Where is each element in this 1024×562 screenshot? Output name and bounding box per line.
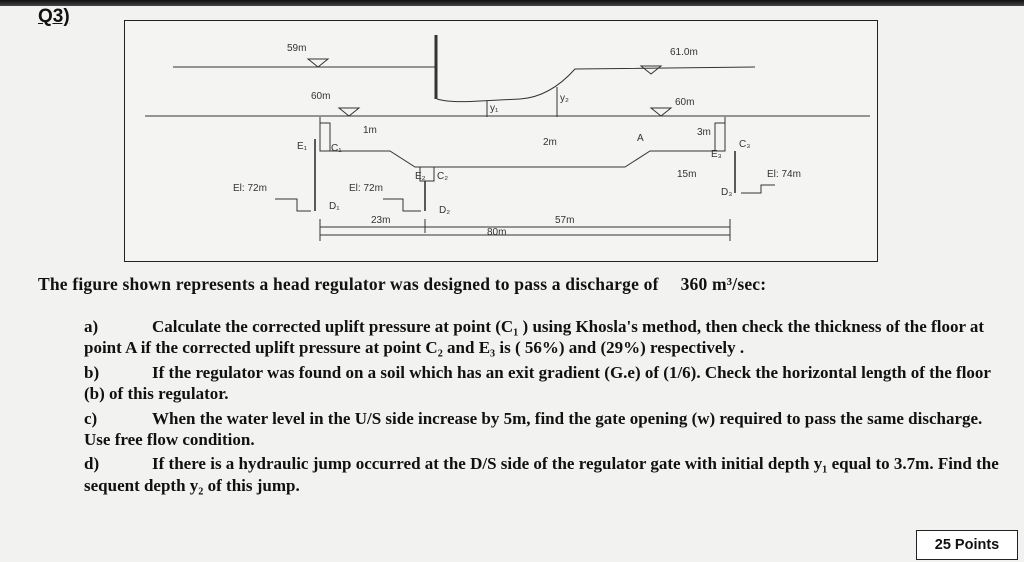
label-ds-level-mid: 60m <box>675 97 694 108</box>
mid-block <box>419 166 435 182</box>
label-len-57: 57m <box>555 215 574 226</box>
ds-level-triangle-top <box>639 65 663 75</box>
label-floor-1m: 1m <box>363 125 377 136</box>
part-c-label: c) <box>84 408 98 428</box>
label-floor-2m: 2m <box>543 137 557 148</box>
label-d1: D₁ <box>329 201 340 212</box>
mid-ground <box>383 198 421 212</box>
part-d: d)If there is a hydraulic jump occurred … <box>84 453 1009 496</box>
label-c1: C₁ <box>331 143 342 154</box>
problem-statement-text: The figure shown represents a head regul… <box>38 274 659 294</box>
part-d-label: d) <box>84 454 100 474</box>
question-number: Q3) <box>38 6 70 27</box>
label-ds-level-top: 61.0m <box>670 47 698 58</box>
label-len-80: 80m <box>487 227 506 238</box>
question-parts: a)Calculate the corrected uplift pressur… <box>84 316 1009 499</box>
head-regulator-figure: 59m 61.0m 60m 60m y₁ y₂ 1m 2m 3m E₁ C₁ D… <box>124 20 878 262</box>
us-ground <box>275 198 311 212</box>
label-us-level-mid: 60m <box>311 91 330 102</box>
part-a-label: a) <box>84 317 99 336</box>
part-b-label: b) <box>84 362 100 382</box>
problem-statement: The figure shown represents a head regul… <box>38 274 766 295</box>
label-c3: C₃ <box>739 139 750 150</box>
label-y1: y₁ <box>490 103 499 114</box>
ds-level-triangle-mid <box>649 107 673 117</box>
part-c-text: When the water level in the U/S side inc… <box>84 408 983 450</box>
label-len-23: 23m <box>371 215 390 226</box>
label-c2: C₂ <box>437 171 448 182</box>
label-sill: 15m <box>677 169 696 180</box>
regulator-cross-section: 59m 61.0m 60m 60m y₁ y₂ 1m 2m 3m E₁ C₁ D… <box>145 35 870 241</box>
part-d-text: If there is a hydraulic jump occurred at… <box>84 454 999 495</box>
us-pile-cap <box>319 122 331 152</box>
part-b-text: If the regulator was found on a soil whi… <box>84 362 991 404</box>
label-d3: D₃ <box>721 187 732 198</box>
label-d2: D₂ <box>439 205 450 216</box>
label-el-ds: El: 74m <box>767 169 801 180</box>
label-el-mid: El: 72m <box>349 183 383 194</box>
label-point-a: A <box>637 133 644 144</box>
part-a: a)Calculate the corrected uplift pressur… <box>84 316 1009 359</box>
part-b: b)If the regulator was found on a soil w… <box>84 362 1009 405</box>
floor-profile <box>319 117 726 168</box>
label-el-us: El: 72m <box>233 183 267 194</box>
ds-pile-cap <box>714 122 726 152</box>
part-c: c)When the water level in the U/S side i… <box>84 408 1009 451</box>
us-level-triangle-mid <box>337 107 361 117</box>
water-surface-profile <box>436 66 756 103</box>
label-e3: E₃ <box>711 149 722 160</box>
us-level-triangle-top <box>306 58 330 68</box>
part-a-text: Calculate the corrected uplift pressure … <box>84 317 985 358</box>
label-e1: E₁ <box>297 141 308 152</box>
points-badge: 25 Points <box>916 530 1018 560</box>
top-border <box>0 0 1024 6</box>
ds-ground <box>741 184 775 194</box>
label-y2: y₂ <box>560 93 569 104</box>
discharge-value: 360 m³/sec: <box>680 274 767 294</box>
label-e2: E₂ <box>415 171 426 182</box>
label-us-level-top: 59m <box>287 43 306 54</box>
label-floor-3m: 3m <box>697 127 711 138</box>
